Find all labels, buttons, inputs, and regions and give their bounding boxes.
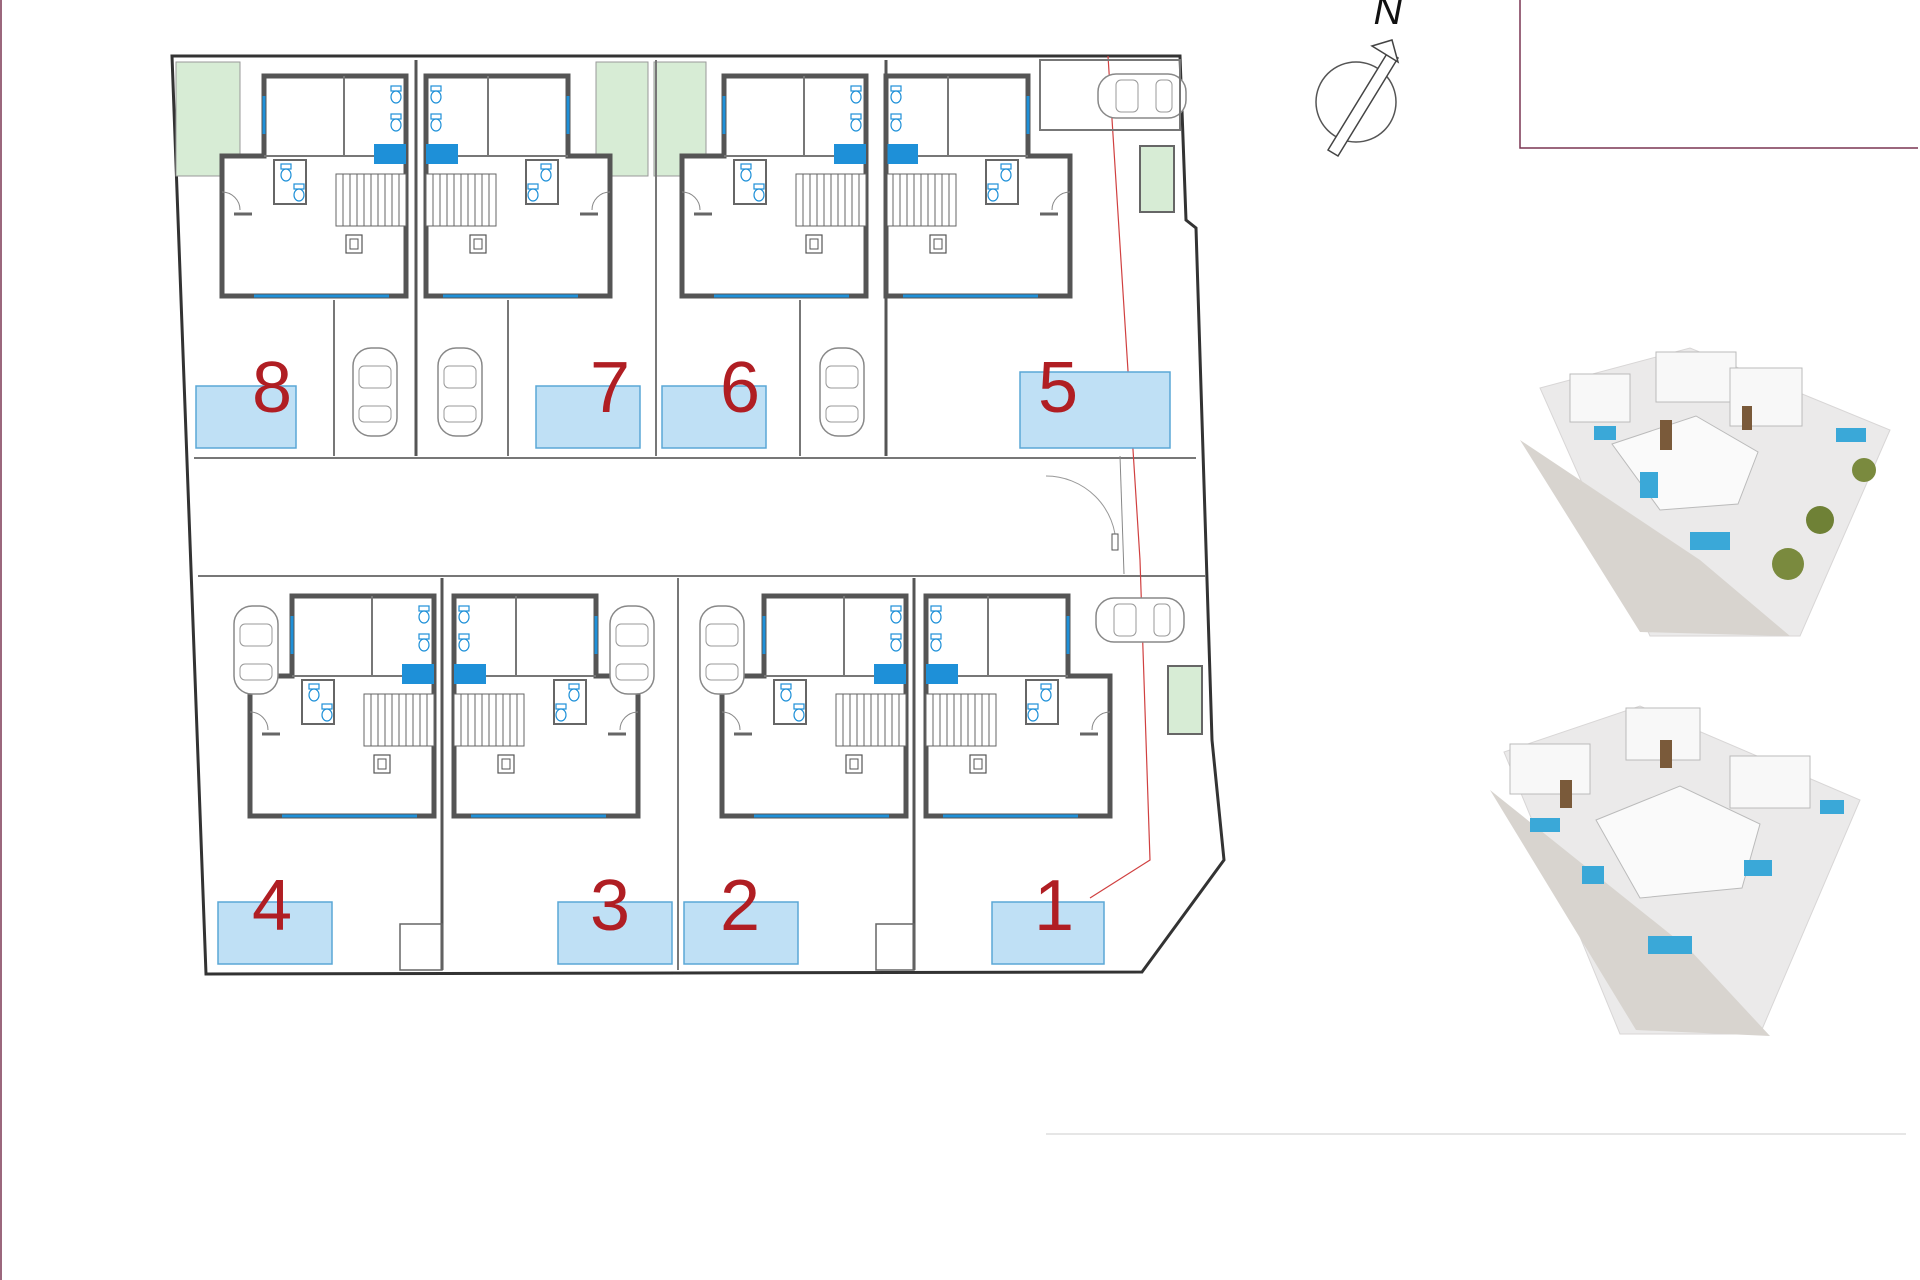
lot-number-2: 2	[720, 866, 760, 946]
lot-numbers: 8 7 6 5 4 3 2 1	[252, 348, 1078, 946]
lot-number-8: 8	[252, 348, 292, 428]
lot-number-3: 3	[590, 866, 630, 946]
north-label: N	[1374, 0, 1403, 33]
top-row-units	[222, 59, 1187, 456]
aerial-render-bottom	[1490, 705, 1861, 1036]
lot-number-7: 7	[590, 348, 630, 428]
bottom-row-units	[233, 578, 1185, 971]
garden-areas	[175, 61, 1203, 735]
lot-number-6: 6	[720, 348, 760, 428]
north-arrow-icon: N	[1315, 0, 1403, 158]
aerial-render-top	[1520, 347, 1891, 637]
lot-number-4: 4	[252, 866, 292, 946]
lot-number-5: 5	[1038, 348, 1078, 428]
pools	[195, 371, 1171, 965]
lot-number-1: 1	[1034, 866, 1074, 946]
